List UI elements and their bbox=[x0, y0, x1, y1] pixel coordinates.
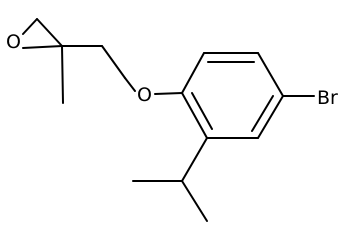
ring-bond-4 bbox=[257, 95, 284, 139]
ring-bond-3 bbox=[257, 52, 284, 97]
bond-epoxide-o-c bbox=[22, 45, 63, 49]
benzene-ring bbox=[181, 52, 284, 139]
ring-bond-6 bbox=[181, 92, 208, 139]
ring-double-bond-c bbox=[191, 92, 213, 130]
ring-double-bond-b bbox=[251, 95, 274, 132]
bond-epoxide-ch2-c bbox=[36, 18, 63, 47]
bond-methyl bbox=[61, 45, 64, 104]
bond-ch2-ch2 bbox=[101, 45, 126, 79]
bond-o-aryl bbox=[154, 92, 183, 95]
epoxide-ring bbox=[22, 18, 63, 49]
structure-diagram: O O Br bbox=[6, 18, 338, 222]
isopropyl-group bbox=[132, 137, 208, 222]
bond-aryl-ch bbox=[181, 137, 208, 182]
bond-ch2-o bbox=[124, 77, 136, 92]
bond-epoxide-ch2-o bbox=[22, 18, 38, 35]
atom-label-oxygen-ether: O bbox=[137, 84, 152, 106]
atom-label-oxygen-epoxide: O bbox=[6, 31, 21, 53]
atom-label-bromine: Br bbox=[317, 87, 338, 109]
bond-ch-ch3-right bbox=[181, 180, 208, 222]
ring-bond-1 bbox=[181, 52, 205, 94]
